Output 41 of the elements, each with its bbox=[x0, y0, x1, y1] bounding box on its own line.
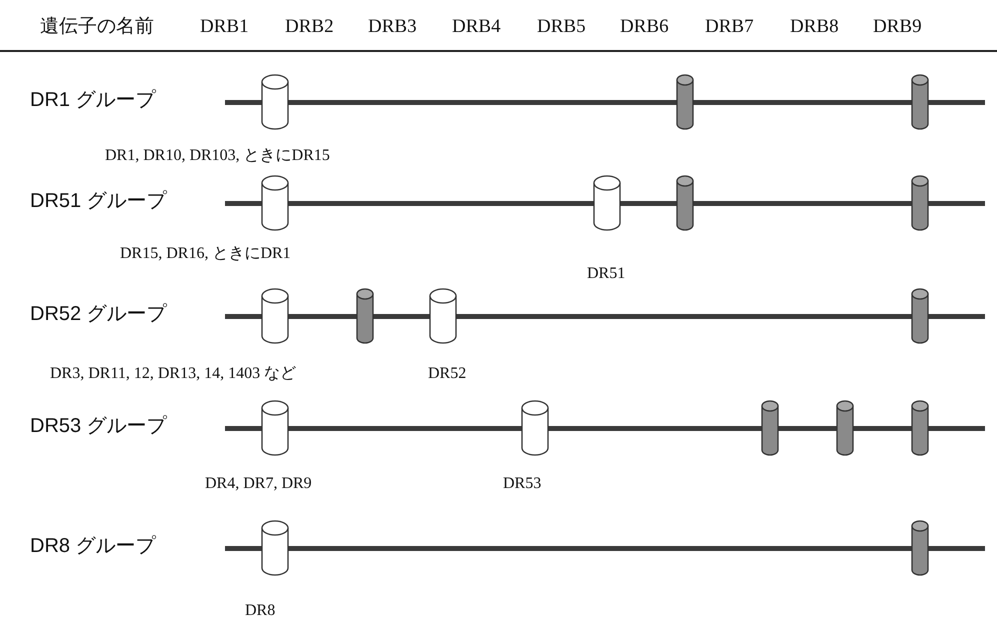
allele-list: DR8 bbox=[245, 601, 276, 621]
gene-cylinder bbox=[261, 400, 289, 456]
allele-list: DR3, DR11, 12, DR13, 14, 1403 など bbox=[50, 364, 296, 384]
gene-name: DRB1 bbox=[200, 15, 249, 39]
allele-list: DR1, DR10, DR103, ときにDR15 bbox=[105, 146, 330, 166]
gene-cylinder bbox=[429, 288, 457, 344]
pseudogene-cylinder bbox=[356, 288, 374, 344]
gene-name: DRB3 bbox=[368, 15, 417, 39]
gene-name: DRB6 bbox=[620, 15, 669, 39]
allele-list: DR51 bbox=[587, 264, 626, 284]
pseudogene-cylinder bbox=[761, 400, 779, 456]
gene-name: DRB9 bbox=[873, 15, 922, 39]
gene-name: DRB4 bbox=[452, 15, 501, 39]
pseudogene-cylinder bbox=[911, 175, 929, 231]
pseudogene-cylinder bbox=[836, 400, 854, 456]
gene-cylinder bbox=[261, 175, 289, 231]
gene-name: DRB2 bbox=[285, 15, 334, 39]
gene-cylinder bbox=[261, 288, 289, 344]
column-heading: 遺伝子の名前 bbox=[40, 15, 154, 39]
pseudogene-cylinder bbox=[676, 74, 694, 130]
pseudogene-cylinder bbox=[911, 288, 929, 344]
gene-cylinder bbox=[261, 74, 289, 130]
gene-name: DRB8 bbox=[790, 15, 839, 39]
pseudogene-cylinder bbox=[911, 520, 929, 576]
group-name: DR53 グループ bbox=[30, 414, 167, 438]
gene-name: DRB7 bbox=[705, 15, 754, 39]
allele-list: DR53 bbox=[503, 474, 542, 494]
allele-list: DR4, DR7, DR9 bbox=[205, 474, 312, 494]
pseudogene-cylinder bbox=[911, 74, 929, 130]
group-name: DR51 グループ bbox=[30, 189, 167, 213]
allele-list: DR52 bbox=[428, 364, 466, 384]
group-name: DR1 グループ bbox=[30, 88, 156, 112]
group-name: DR52 グループ bbox=[30, 302, 167, 326]
allele-list: DR15, DR16, ときにDR1 bbox=[120, 244, 291, 264]
gene-cylinder bbox=[593, 175, 621, 231]
gene-name: DRB5 bbox=[537, 15, 586, 39]
gene-cylinder bbox=[521, 400, 549, 456]
gene-cylinder bbox=[261, 520, 289, 576]
pseudogene-cylinder bbox=[911, 400, 929, 456]
group-name: DR8 グループ bbox=[30, 534, 156, 558]
pseudogene-cylinder bbox=[676, 175, 694, 231]
